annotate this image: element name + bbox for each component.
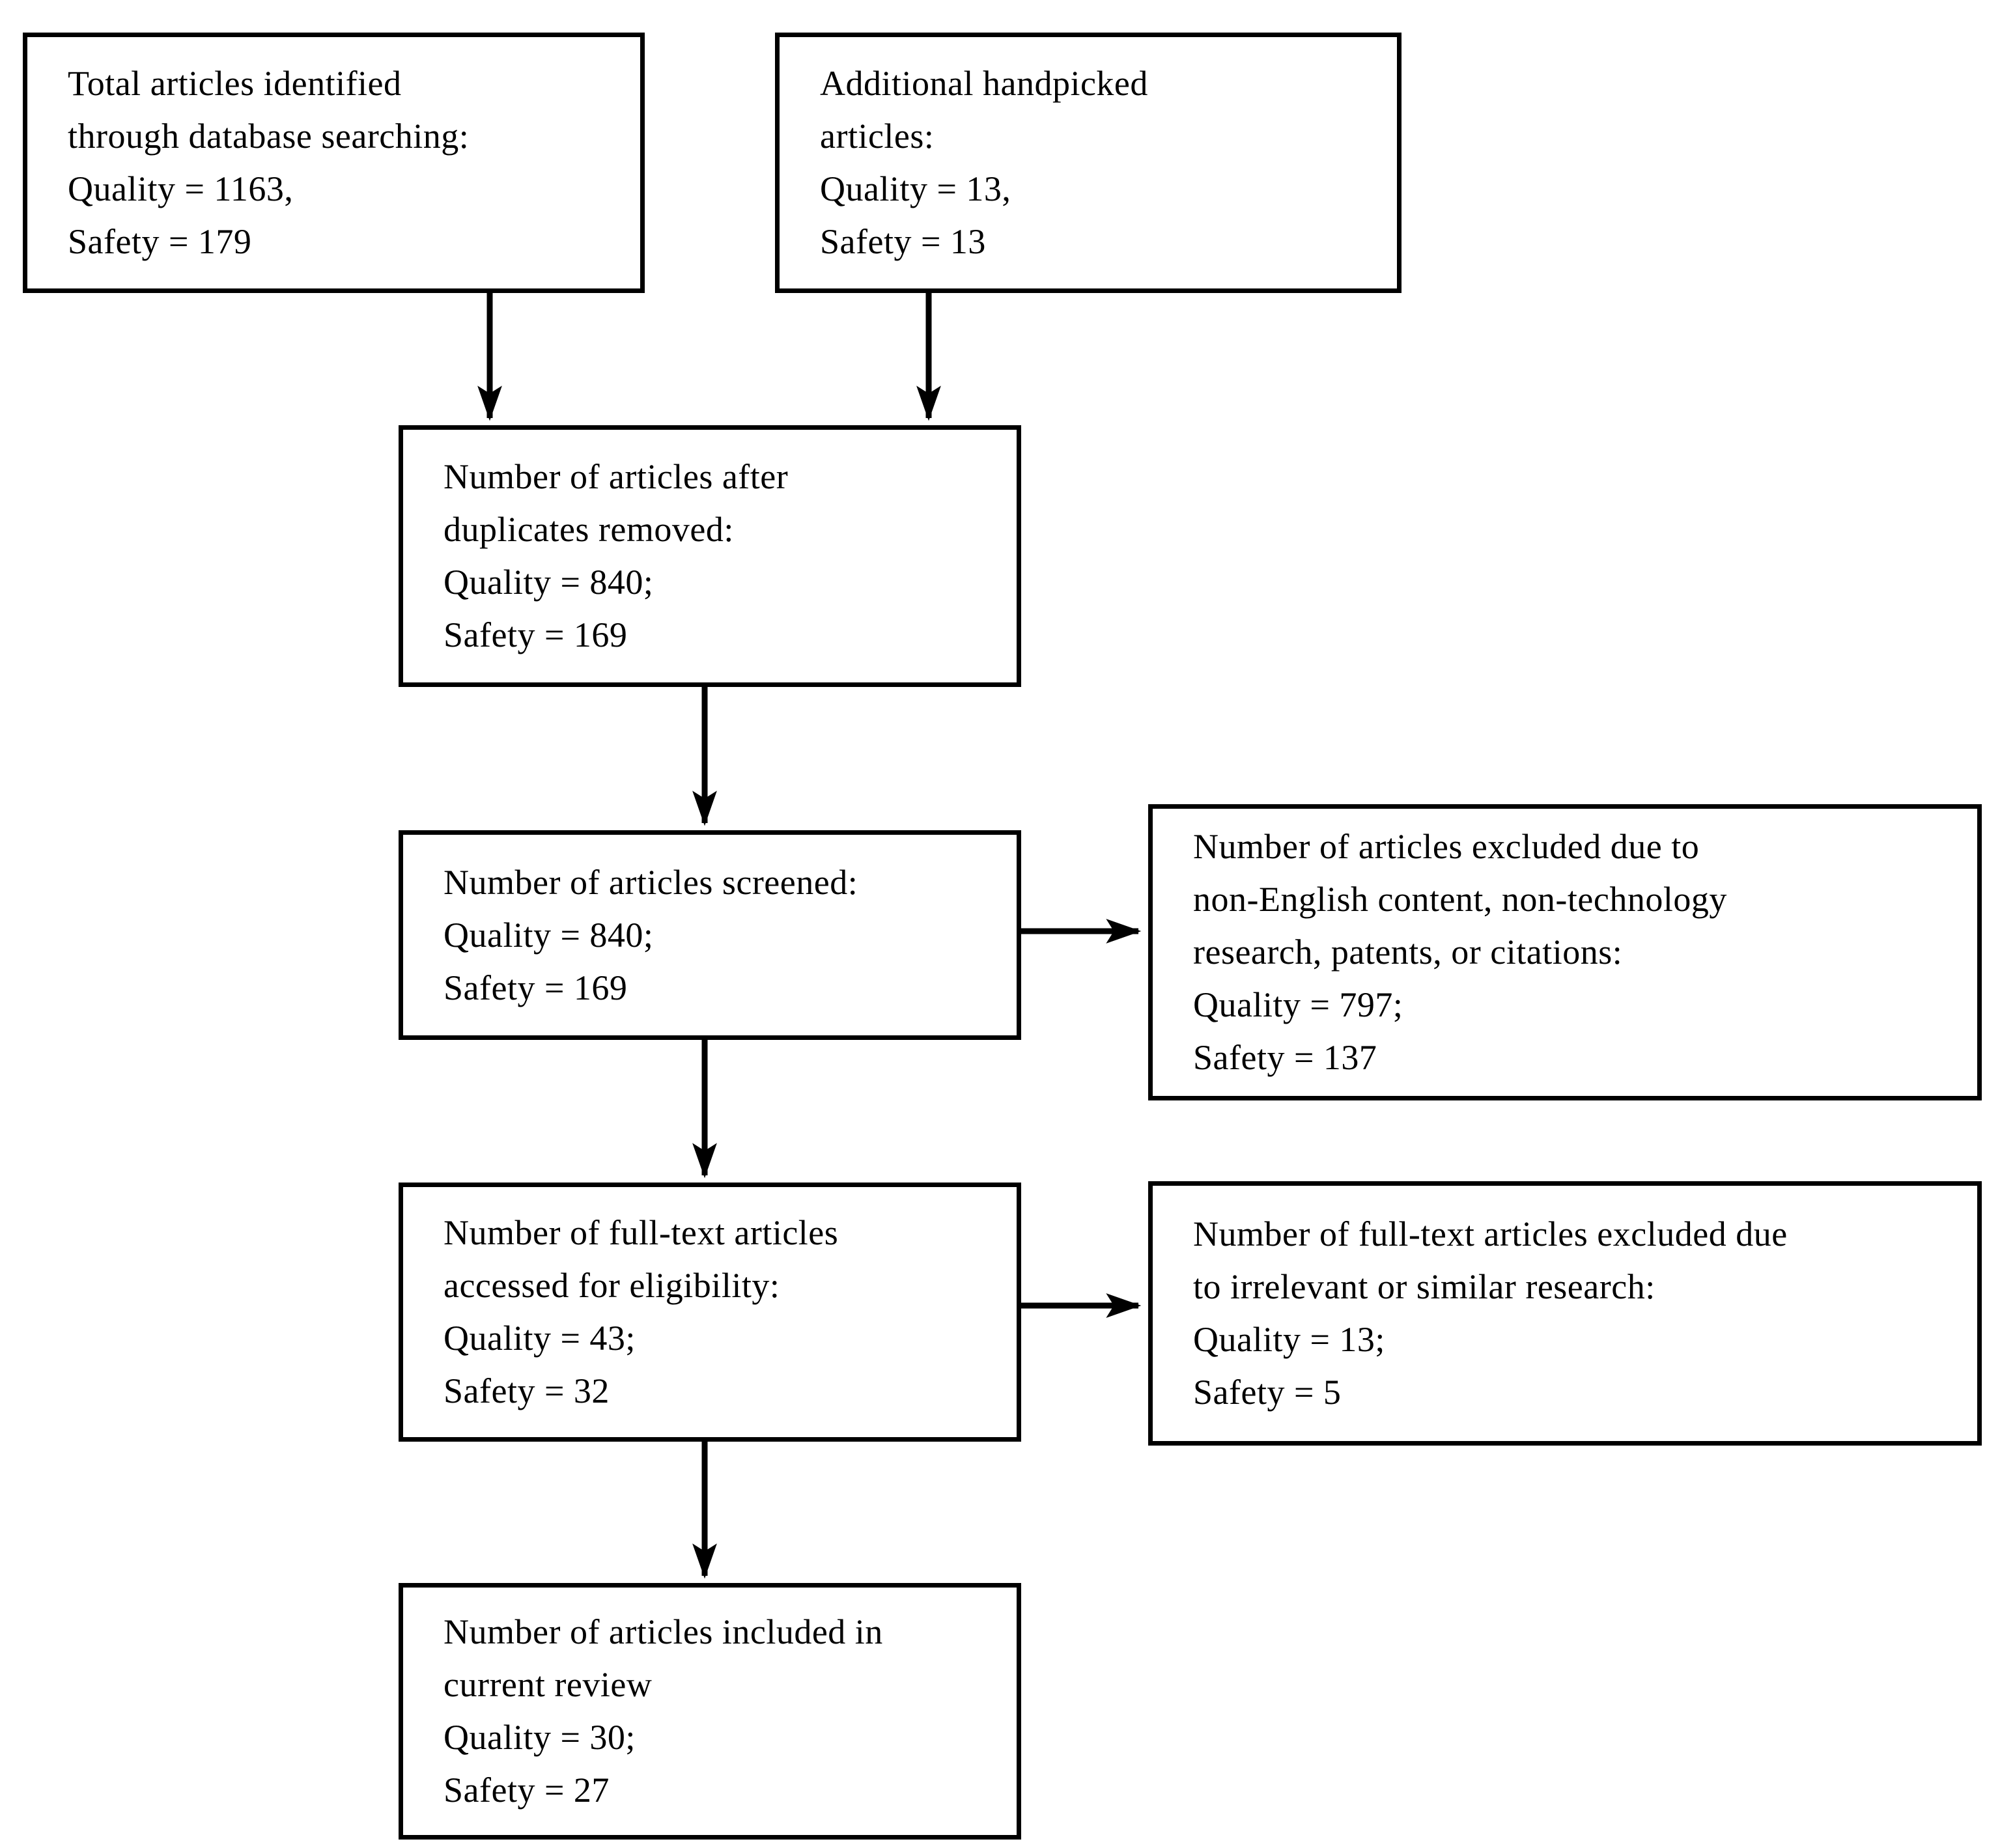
box-total-articles-identified: Total articles identified through databa… [23,33,645,293]
box-excluded-at-screening-text: Number of articles excluded due to non-E… [1193,827,1727,1077]
box-after-duplicates-removed: Number of articles after duplicates remo… [399,425,1021,687]
box-fulltext-assessed-text: Number of full-text articles accessed fo… [444,1213,839,1410]
box-additional-handpicked: Additional handpicked articles: Quality … [775,33,1401,293]
box-included-in-review-text: Number of articles included in current r… [444,1612,883,1810]
box-excluded-fulltext: Number of full-text articles excluded du… [1148,1181,1982,1446]
box-additional-handpicked-text: Additional handpicked articles: Quality … [820,64,1148,261]
box-included-in-review: Number of articles included in current r… [399,1583,1021,1840]
box-excluded-fulltext-text: Number of full-text articles excluded du… [1193,1214,1788,1412]
box-excluded-at-screening: Number of articles excluded due to non-E… [1148,804,1982,1100]
box-fulltext-assessed: Number of full-text articles accessed fo… [399,1183,1021,1442]
box-total-articles-identified-text: Total articles identified through databa… [68,64,470,261]
box-after-duplicates-removed-text: Number of articles after duplicates remo… [444,457,789,654]
box-articles-screened-text: Number of articles screened: Quality = 8… [444,862,858,1007]
box-articles-screened: Number of articles screened: Quality = 8… [399,830,1021,1040]
